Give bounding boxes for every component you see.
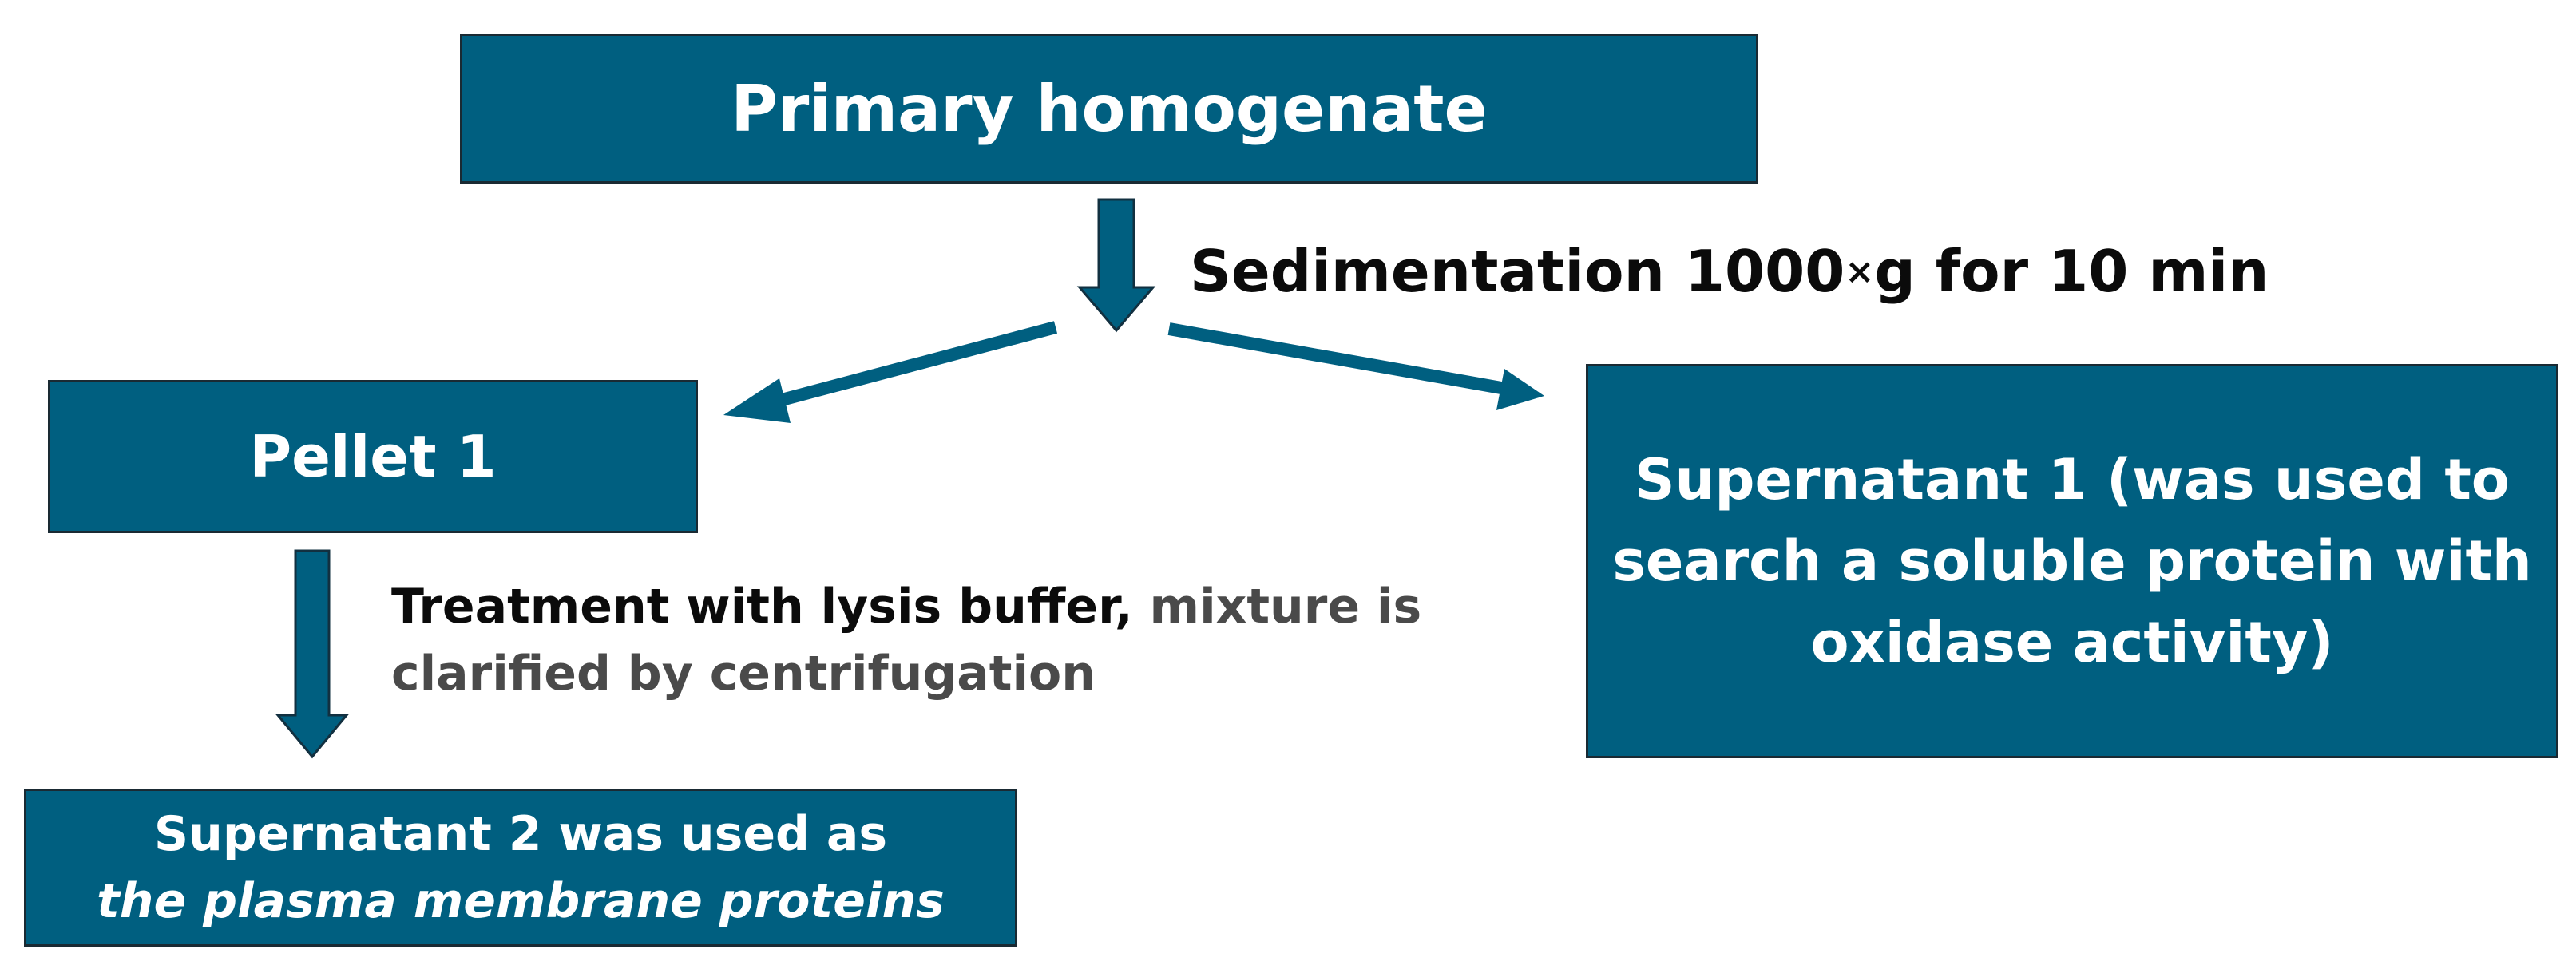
node-supernatant1-line1: Supernatant 1 (was used to [1635,447,2510,512]
node-supernatant1-line2: search a soluble protein with [1612,528,2532,594]
arrow-down-primary [1076,198,1156,333]
node-pellet-1: Pellet 1 [48,380,698,533]
arrow-to-pellet [723,321,1058,423]
lysis-line1-dark: Treatment with lysis buffer, [391,579,1133,635]
node-primary-label: Primary homogenate [731,71,1488,146]
lysis-line2-gray: clarified by centrifugation [391,646,1096,702]
node-supernatant-1: Supernatant 1 (was used to search a solu… [1586,364,2558,758]
node-pellet-label: Pellet 1 [249,423,497,490]
sedimentation-times-sign: × [1845,251,1875,292]
lysis-line1-gray: mixture is [1132,579,1422,635]
sedimentation-text-after: g for 10 min [1874,238,2269,305]
arrow-to-supernatant1 [1167,322,1544,410]
node-supernatant2-line2: the plasma membrane proteins [97,873,945,929]
step-sedimentation-label: Sedimentation 1000×g for 10 min [1190,238,2269,305]
step-lysis-label: Treatment with lysis buffer, mixture is … [391,573,1421,707]
arrow-down-pellet [275,549,350,759]
lysis-line-2: clarified by centrifugation [391,640,1421,707]
lysis-line-1: Treatment with lysis buffer, mixture is [391,573,1421,640]
node-supernatant1-line3: oxidase activity) [1810,610,2334,675]
node-primary-homogenate: Primary homogenate [460,34,1758,184]
node-supernatant2-line1: Supernatant 2 was used as [153,806,888,862]
sedimentation-text-before: Sedimentation 1000 [1190,238,1845,305]
node-supernatant-2: Supernatant 2 was used as the plasma mem… [24,789,1017,947]
